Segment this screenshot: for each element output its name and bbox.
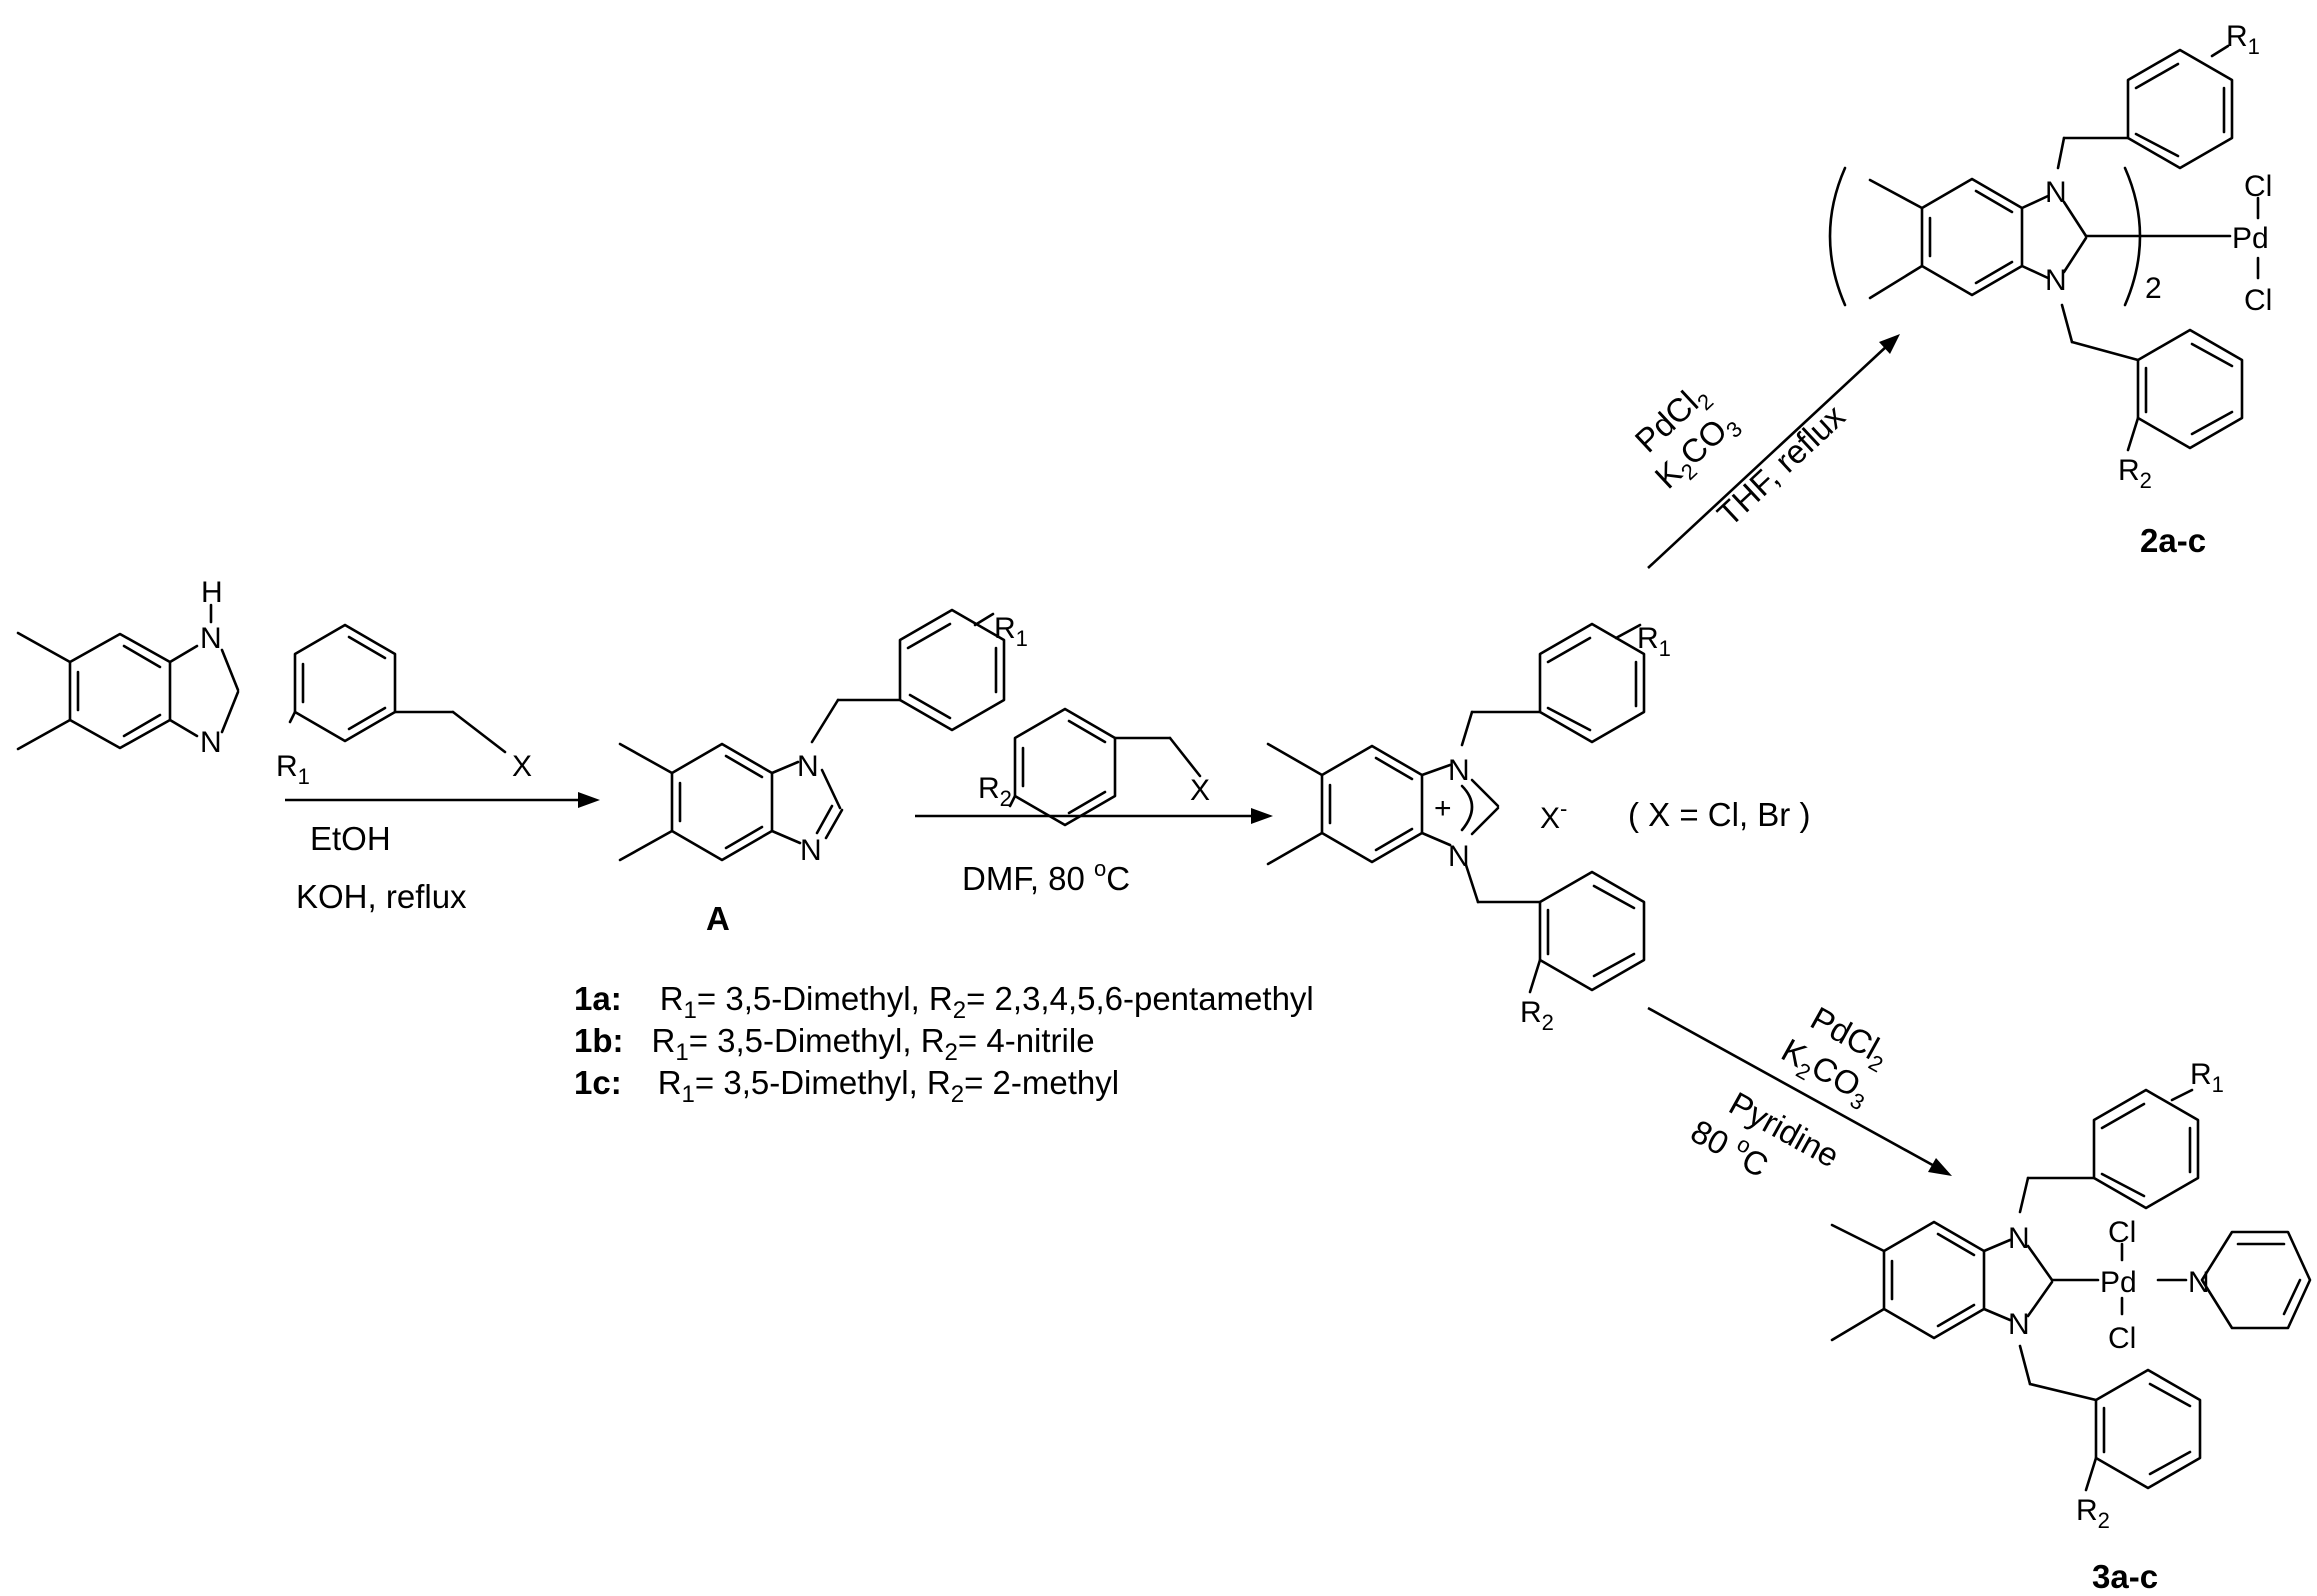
substituent-r1: R1 — [1637, 622, 1671, 661]
atom-cl: Cl — [2244, 284, 2272, 317]
ligand-count: 2 — [2145, 272, 2162, 305]
arrow-step-1 — [285, 792, 600, 808]
atom-n: N — [1448, 754, 1470, 787]
atom-n: N — [1448, 840, 1470, 873]
lower-route-conditions: PdCl2 K2CO3 Pyridine 80 oC — [1685, 999, 1887, 1184]
condition-thf-reflux: THF, reflux — [1710, 397, 1852, 533]
substituent-r2: R2 — [2076, 1494, 2110, 1533]
compound-label-a: A — [706, 900, 730, 937]
substituent-r2: R2 — [978, 772, 1012, 811]
positive-charge: + — [1434, 792, 1452, 825]
atom-cl: Cl — [2108, 1322, 2136, 1355]
counterion-note: ( X = Cl, Br ) — [1628, 796, 1810, 833]
imidazolium-salt: N N + R1 R2 — [1266, 622, 1671, 1035]
condition-solvent: EtOH — [310, 820, 391, 857]
legend-row-1b: 1b:R1= 3,5-Dimethyl, R2= 4-nitrile — [574, 1022, 1095, 1066]
atom-cl: Cl — [2244, 170, 2272, 203]
reagent-benzyl-halide-1: X R1 — [276, 623, 532, 789]
legend-row-1a: 1a:R1= 3,5-Dimethyl, R2= 2,3,4,5,6-penta… — [574, 980, 1314, 1024]
legend-row-1c: 1c:R1= 3,5-Dimethyl, R2= 2-methyl — [574, 1064, 1119, 1108]
atom-n: N — [800, 834, 822, 867]
substituent-r1: R1 — [2190, 1058, 2224, 1097]
compound-label-2a-c: 2a-c — [2140, 522, 2206, 559]
compound-label-3a-c: 3a-c — [2092, 1558, 2158, 1595]
atom-n: N — [2045, 176, 2067, 209]
atom-x: X — [1190, 774, 1210, 807]
atom-n: N — [2045, 264, 2067, 297]
atom-x: X — [512, 750, 532, 783]
substituent-r1: R1 — [276, 750, 310, 789]
substituent-r1: R1 — [2226, 20, 2260, 59]
atom-pd: Pd — [2232, 222, 2269, 255]
intermediate-a: N N R1 — [618, 608, 1028, 867]
substituent-r2: R2 — [1520, 996, 1554, 1035]
atom-n: N — [797, 750, 819, 783]
starting-material: N N H — [16, 576, 240, 759]
atom-n: N — [200, 726, 222, 759]
atom-h: H — [201, 576, 223, 609]
counterion-x: X- — [1540, 796, 1567, 835]
upper-route-conditions: PdCl2 K2CO3 THF, reflux — [1628, 384, 1853, 533]
substituent-r2: R2 — [2118, 454, 2152, 493]
atom-cl: Cl — [2108, 1216, 2136, 1249]
arrow-upper-route — [1647, 334, 1900, 569]
substituent-legend: 1a:R1= 3,5-Dimethyl, R2= 2,3,4,5,6-penta… — [574, 980, 1314, 1108]
substituent-r1: R1 — [994, 612, 1028, 651]
condition-dmf: DMF, 80 oC — [962, 856, 1130, 897]
atom-pd: Pd — [2100, 1266, 2137, 1299]
reagent-benzyl-halide-2: X R2 — [978, 707, 1210, 827]
condition-base: KOH, reflux — [296, 878, 467, 915]
product-3a-c: N N Pd Cl Cl N R1 R2 — [1830, 1058, 2312, 1533]
atom-n: N — [200, 622, 222, 655]
atom-n: N — [2008, 1308, 2030, 1341]
atom-n: N — [2008, 1222, 2030, 1255]
arrow-step-2 — [915, 808, 1273, 824]
arrow-lower-route — [1647, 1006, 1952, 1176]
product-2a-c: 2 N N Pd Cl Cl R1 R2 — [1828, 20, 2272, 493]
atom-n-pyridine: N — [2188, 1266, 2210, 1299]
